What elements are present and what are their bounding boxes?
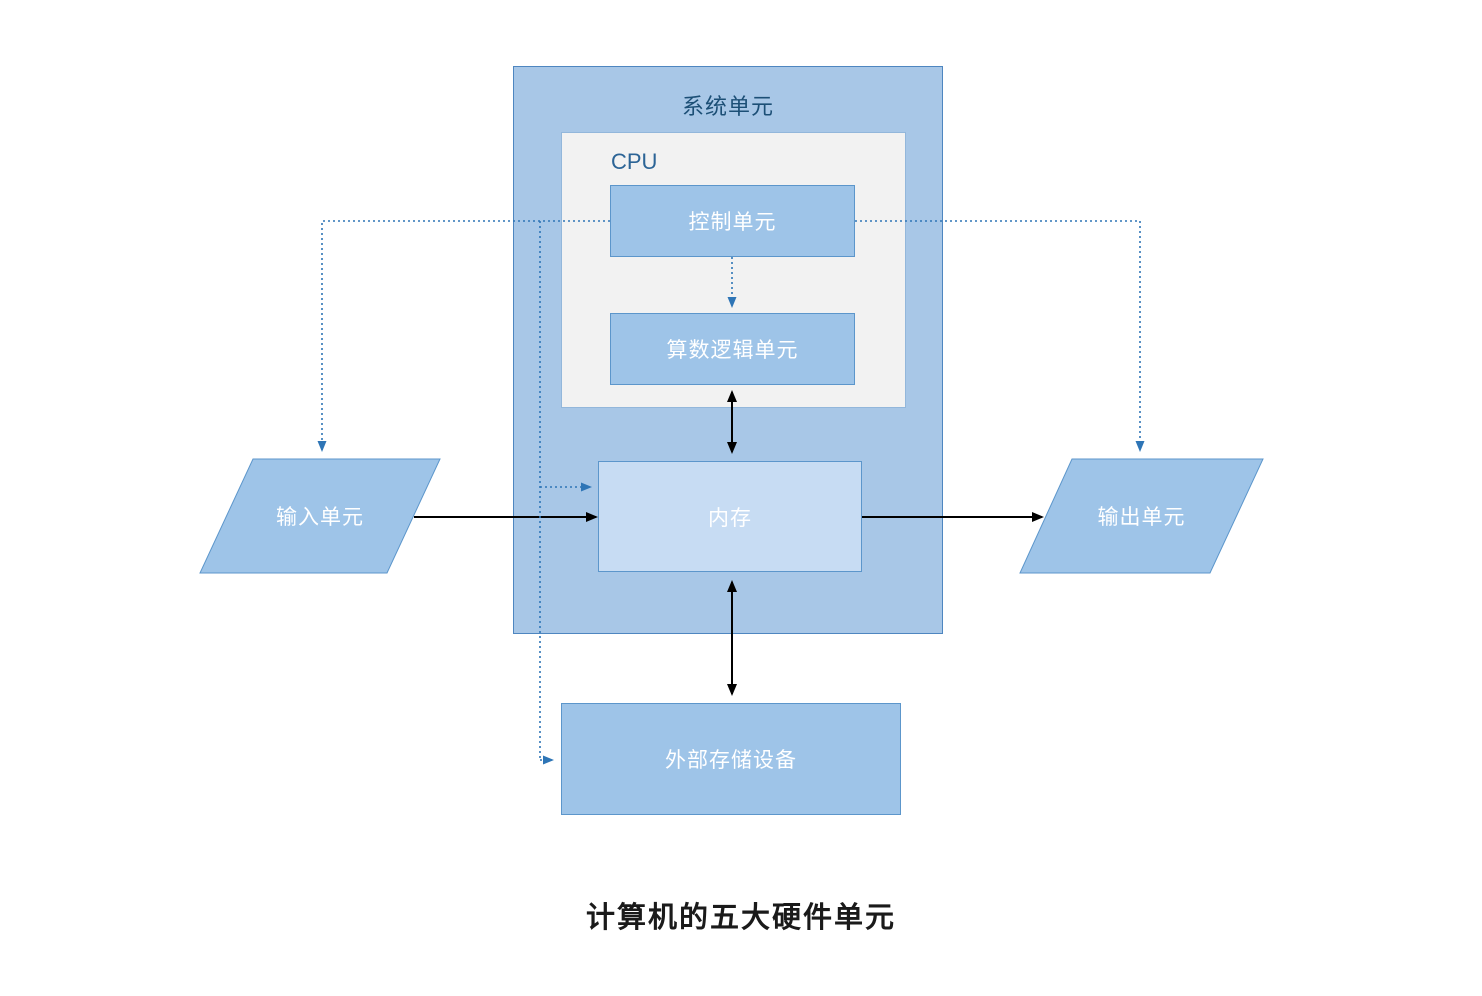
control-unit-label: 控制单元 bbox=[688, 211, 777, 234]
memory-label: 内存 bbox=[708, 506, 752, 530]
external-storage-box: 外部存储设备 bbox=[561, 703, 901, 815]
cpu-label: CPU bbox=[611, 149, 658, 174]
input-unit-box: 输入单元 bbox=[200, 459, 440, 573]
alu-label: 算数逻辑单元 bbox=[666, 339, 799, 362]
alu-box: 算数逻辑单元 bbox=[610, 313, 855, 385]
memory-box: 内存 bbox=[598, 461, 862, 572]
output-unit-box: 输出单元 bbox=[1020, 459, 1263, 573]
input-unit-label: 输入单元 bbox=[276, 506, 364, 529]
control-unit-box: 控制单元 bbox=[610, 185, 855, 257]
external-storage-label: 外部存储设备 bbox=[665, 749, 797, 772]
output-unit-label: 输出单元 bbox=[1097, 506, 1186, 529]
system-unit-label: 系统单元 bbox=[681, 94, 774, 119]
diagram-caption: 计算机的五大硬件单元 bbox=[585, 902, 896, 934]
